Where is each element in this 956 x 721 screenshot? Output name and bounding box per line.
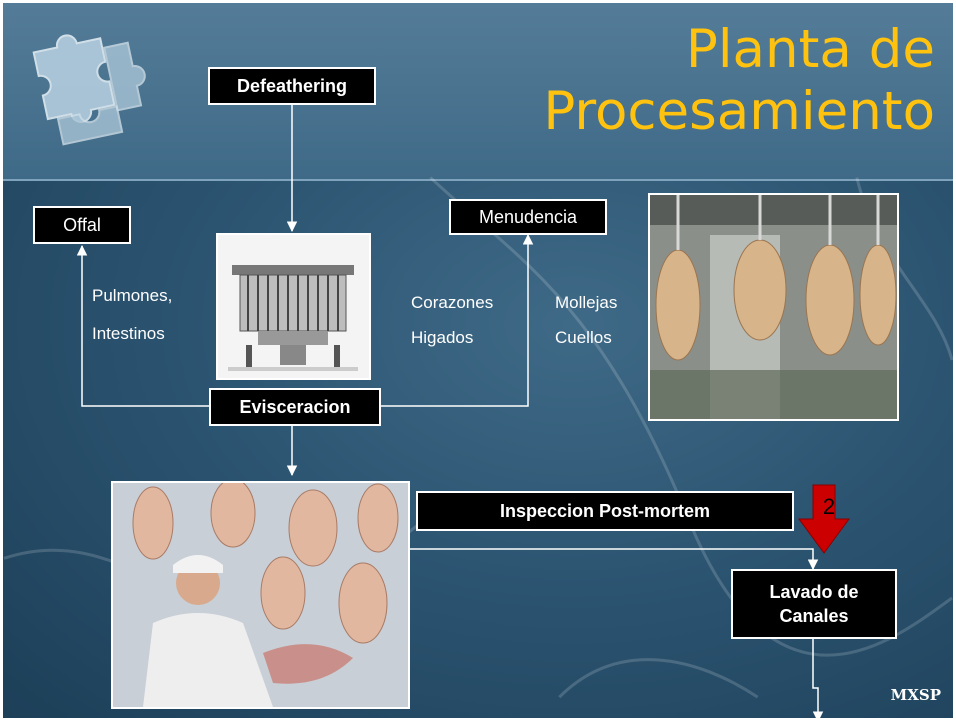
flow-connectors [76, 105, 850, 718]
lavado-line-2: Canales [779, 606, 849, 626]
connector-to-lavado [410, 548, 819, 571]
label-intestinos: Intestinos [92, 324, 165, 343]
red-down-arrow [798, 484, 850, 554]
evisceracion-box: Evisceracion [209, 388, 381, 426]
page-title: Planta de Procesamiento [543, 19, 935, 142]
menudencia-box: Menudencia [449, 199, 607, 235]
hanging-carcasses-photo [648, 193, 899, 421]
lavado-line-1: Lavado de [769, 582, 859, 602]
defeathering-box: Defeathering [208, 67, 376, 105]
label-higados: Higados [411, 328, 474, 347]
puzzle-pieces-logo [32, 34, 146, 146]
connector-to-offal [76, 244, 213, 407]
lavado-de-canales-box: Lavado de Canales [731, 569, 897, 639]
label-mollejas: Mollejas [555, 293, 618, 312]
header-band [3, 3, 953, 181]
label-cuellos: Cuellos [555, 328, 612, 347]
label-corazones: Corazones [411, 293, 494, 312]
author-signature: MXSP [890, 686, 941, 704]
connector-lavado-down [812, 639, 824, 718]
label-pulmones: Pulmones, [92, 286, 173, 305]
offal-box: Offal [33, 206, 131, 244]
inspector-photo [111, 481, 410, 709]
connector-to-menudencia [380, 233, 534, 407]
inspeccion-post-mortem-box: Inspeccion Post-mortem [416, 491, 794, 531]
evisceration-machine-photo [216, 233, 371, 380]
step-number: 2 [822, 494, 836, 519]
